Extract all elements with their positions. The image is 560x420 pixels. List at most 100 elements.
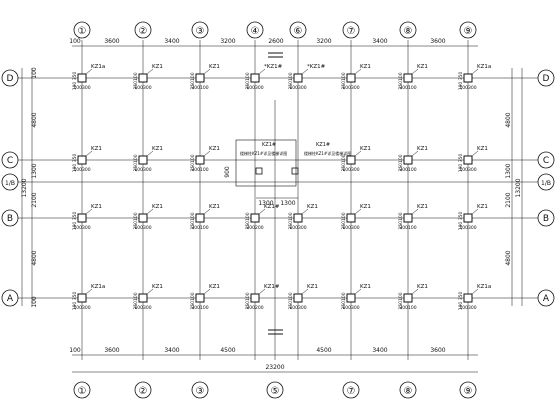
column-dim-h-0-3: 100300 (246, 85, 263, 91)
column-3-0 (77, 293, 87, 303)
column-tag-0-1: KZ1 (152, 64, 163, 70)
column-tag-3-5: KZ1 (360, 284, 371, 290)
column-dim-v-0-4: 350100 (288, 72, 294, 89)
bubble-right-C-label: C (543, 156, 549, 166)
bubble-top-8 (399, 21, 417, 39)
column-dim-v-3-7: 100 350 (458, 292, 464, 311)
bubble-left-D-label: D (7, 74, 14, 84)
column-tag-0-4: *KZ1# (307, 64, 326, 70)
inner-dim-1: 1300 (280, 200, 295, 207)
column-0-1 (138, 73, 148, 83)
bubble-top-4-label: ④ (251, 26, 260, 37)
stair-tag-right: KZ1# (316, 142, 330, 148)
column-tag-3-0: KZ1a (91, 284, 105, 290)
bottom-dim-total: 23200 (265, 364, 284, 371)
column-dim-v-3-1: 350100 (133, 292, 139, 309)
bubble-bottom-5 (266, 381, 284, 399)
bubble-top-6-label: ⑥ (294, 26, 303, 37)
bubble-top-2-label: ② (139, 26, 148, 37)
top-dim-2: 3400 (164, 38, 179, 45)
top-dim-7: 3600 (430, 38, 445, 45)
bottom-dimensions: 100 3600 3400 4500 4500 3400 3600 23200 (69, 347, 446, 371)
grid-bubbles-right: D C 1/B B A (537, 69, 555, 307)
column-2-4 (293, 213, 303, 223)
column-leader-3-0 (85, 288, 93, 295)
column-dim-h-1-7: 100300 (459, 167, 476, 173)
bubble-right-A-label: A (543, 294, 550, 304)
bubble-right-A (537, 289, 555, 307)
break-marks (268, 52, 283, 335)
column-leader-2-4 (301, 208, 309, 215)
column-dim-v-3-3: 350100 (245, 292, 251, 309)
bubble-right-1B-label: 1/B (541, 180, 551, 187)
column-0-6 (403, 73, 413, 83)
left-dim-5: 100 (31, 296, 38, 308)
grid-bubbles-top: ① ② ③ ④ ⑥ ⑦ ⑧ ⑨ (73, 21, 477, 39)
column-leader-1-6 (411, 150, 419, 157)
column-0-5 (346, 73, 356, 83)
bubble-top-6 (289, 21, 307, 39)
column-tag-3-4: KZ1 (307, 284, 318, 290)
right-dim-1: 1300 (505, 163, 512, 178)
column-dim-v-3-5: 350100 (341, 292, 347, 309)
grid-bubbles-bottom: ① ② ③ ⑤ ⑦ ⑧ ⑨ (73, 381, 477, 399)
column-1-1 (138, 155, 148, 165)
column-1-5 (346, 155, 356, 165)
column-3-1 (138, 293, 148, 303)
column-0-3 (250, 73, 260, 83)
column-dim-h-2-5: 100300 (342, 225, 359, 231)
bottom-dim-6: 3600 (430, 347, 445, 354)
column-tag-1-2: KZ1 (209, 146, 220, 152)
bubble-right-C (537, 151, 555, 169)
column-dim-v-2-1: 350100 (133, 212, 139, 229)
column-3-3 (250, 293, 260, 303)
top-dimensions: 100 3600 3400 3200 2600 3200 3400 3600 (69, 38, 446, 45)
right-dim-3: 4800 (505, 250, 512, 265)
left-dim-1: 4800 (31, 112, 38, 127)
column-2-2 (195, 213, 205, 223)
column-dim-h-3-1: 100300 (134, 305, 151, 311)
column-dim-v-2-5: 350100 (341, 212, 347, 229)
bubble-left-D (1, 69, 19, 87)
column-2-5 (346, 213, 356, 223)
column-2-0 (77, 213, 87, 223)
bubble-left-A-label: A (7, 294, 14, 304)
column-leader-3-1 (146, 288, 154, 295)
bottom-dim-1: 3600 (104, 347, 119, 354)
column-dim-h-2-7: 100300 (459, 225, 476, 231)
bubble-top-7 (342, 21, 360, 39)
column-leader-2-2 (203, 208, 211, 215)
stair-column-left (255, 167, 263, 175)
column-dim-v-0-6: 350100 (398, 72, 404, 89)
column-leader-2-7 (471, 208, 479, 215)
bubble-bottom-2 (134, 381, 152, 399)
column-tag-1-5: KZ1 (360, 146, 371, 152)
bubble-left-C (1, 151, 19, 169)
column-leader-3-5 (354, 288, 362, 295)
bubble-top-3 (191, 21, 209, 39)
column-dim-v-2-4: 350100 (288, 212, 294, 229)
stair-note-right: 楼梯柱KZ1#详见楼梯详图 (304, 150, 351, 156)
bubble-top-9-label: ⑨ (464, 26, 473, 37)
bubble-bottom-3 (191, 381, 209, 399)
column-dim-h-3-5: 100300 (342, 305, 359, 311)
column-leader-3-6 (411, 288, 419, 295)
bubble-left-B (1, 209, 19, 227)
bubble-bottom-9-label: ⑨ (464, 386, 473, 397)
column-leader-3-2 (203, 288, 211, 295)
column-leader-1-7 (471, 150, 479, 157)
column-leader-0-2 (203, 68, 211, 75)
column-tag-0-0: KZ1a (91, 64, 105, 70)
column-leader-0-6 (411, 68, 419, 75)
left-dim-3: 2100 (31, 192, 38, 207)
column-tag-1-6: KZ1 (417, 146, 428, 152)
top-dim-1: 3600 (104, 38, 119, 45)
column-0-2 (195, 73, 205, 83)
column-leader-0-7 (471, 68, 479, 75)
column-dim-v-2-6: 350100 (398, 212, 404, 229)
column-tag-0-3: *KZ1# (264, 64, 283, 70)
column-tag-1-1: KZ1 (152, 146, 163, 152)
bubble-right-B (537, 209, 555, 227)
column-leader-1-5 (354, 150, 362, 157)
